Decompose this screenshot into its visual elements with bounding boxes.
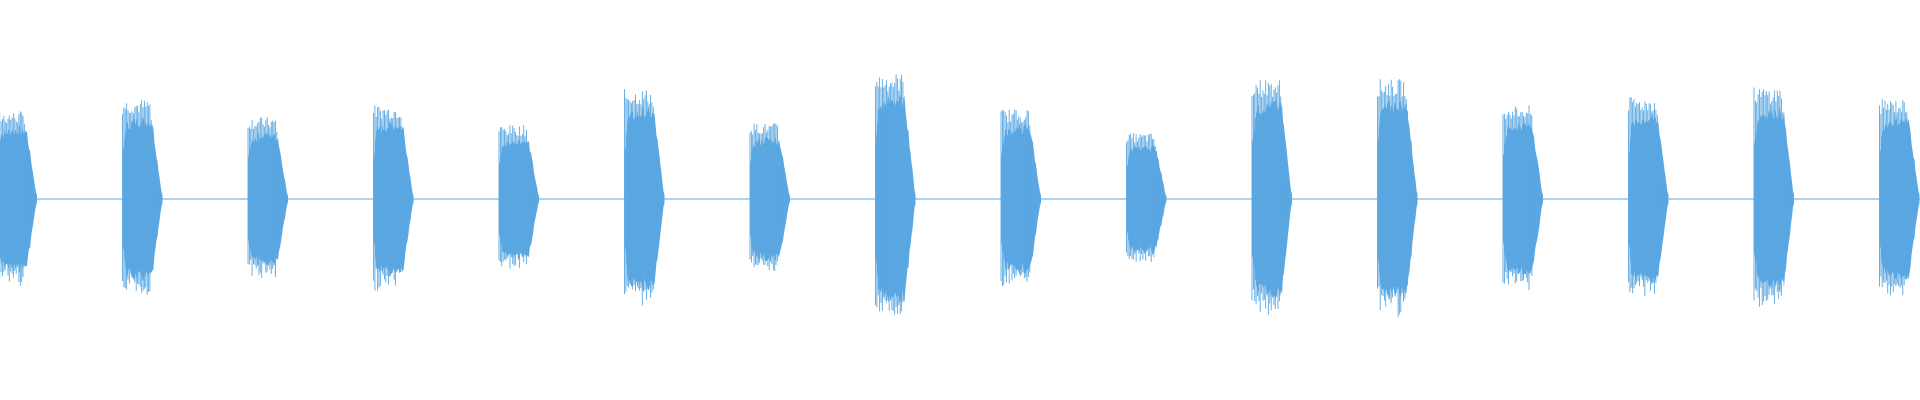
waveform-burst-spikes (0, 111, 35, 286)
waveform-burst-spikes (1879, 99, 1917, 296)
waveform-burst-spikes (1251, 80, 1290, 315)
waveform-burst-spikes (1377, 79, 1415, 318)
waveform-burst-spikes (1502, 105, 1541, 291)
waveform-bursts (0, 74, 1920, 318)
waveform-burst-spikes (1126, 133, 1164, 262)
waveform-burst-spikes (1628, 97, 1666, 297)
waveform-burst-spikes (875, 74, 913, 315)
waveform-burst-spikes (373, 105, 411, 291)
waveform-burst-spikes (247, 117, 286, 278)
waveform-burst-spikes (749, 123, 788, 271)
waveform-burst-spikes (624, 89, 662, 306)
waveform-burst-spikes (122, 100, 160, 295)
waveform-burst-spikes (1000, 109, 1039, 287)
waveform-burst-spikes (1753, 87, 1792, 307)
waveform-burst-spikes (498, 125, 537, 269)
